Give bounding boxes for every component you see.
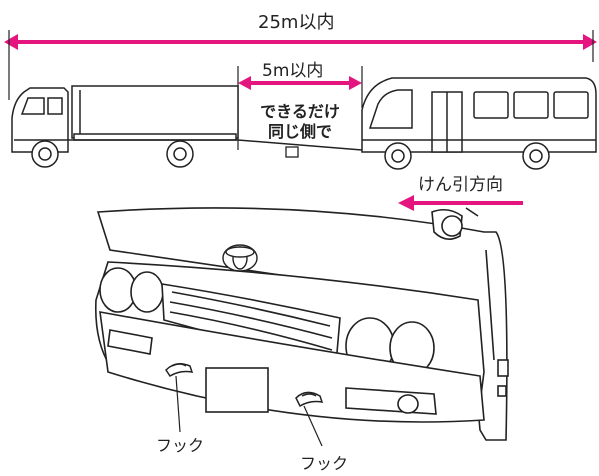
hook-left-icon bbox=[165, 363, 194, 378]
tow-direction-label: けん引方向 bbox=[418, 175, 503, 195]
toyota-emblem-icon bbox=[222, 244, 258, 272]
bus-icon bbox=[361, 77, 597, 170]
truck-icon bbox=[11, 85, 239, 168]
same-side-line2: 同じ側で bbox=[267, 122, 332, 141]
tow-rope bbox=[237, 139, 363, 158]
bus-front-icon bbox=[94, 207, 509, 441]
hook-leader-lines bbox=[175, 375, 323, 447]
min-distance-label: 5m以内 bbox=[262, 61, 324, 81]
max-distance-label: 25m以内 bbox=[258, 12, 335, 33]
same-side-line1: できるだけ bbox=[260, 102, 340, 121]
tow-direction-arrow bbox=[398, 195, 523, 211]
max-distance-arrow bbox=[4, 30, 597, 100]
hook-left-label: フック bbox=[156, 436, 205, 455]
hook-right-icon bbox=[295, 391, 324, 408]
hook-right-label: フック bbox=[300, 454, 349, 473]
